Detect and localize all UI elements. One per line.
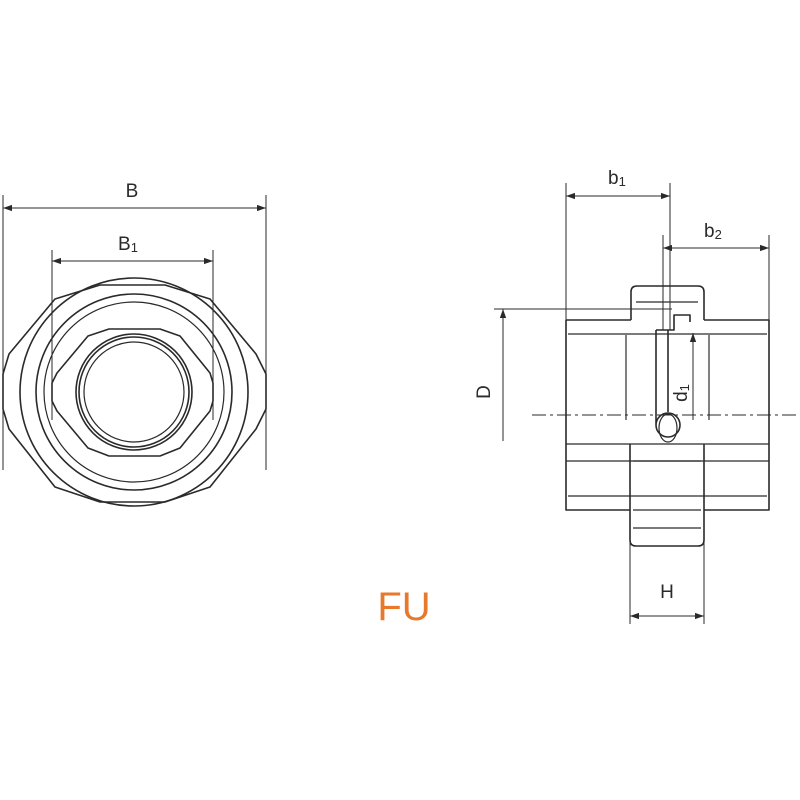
label-b2: b2 <box>704 221 722 242</box>
outer-polygon-outline <box>2 284 267 503</box>
vent-channel <box>655 330 669 412</box>
bore-outer-circle <box>75 333 193 451</box>
bore-inner-circle <box>83 341 185 443</box>
vent-hole-ellipse <box>658 413 678 443</box>
top-nipple-outline <box>630 285 705 309</box>
inner-hex-outline <box>51 328 214 457</box>
label-d: D <box>474 385 495 399</box>
model-title: FU <box>377 585 430 629</box>
label-d1: d1 <box>671 384 692 402</box>
bottom-hex-outline <box>629 444 705 547</box>
front-view: B B1 <box>2 181 267 507</box>
label-b1: B1 <box>118 234 138 255</box>
ring-inner-circle <box>43 301 225 483</box>
bore-thread-circle <box>78 336 190 448</box>
label-b1: b1 <box>608 168 626 189</box>
label-b: B <box>126 181 139 202</box>
outer-circle <box>19 277 249 507</box>
label-h: H <box>660 582 674 603</box>
ring-circle <box>35 293 233 491</box>
vent-channel-top <box>656 314 691 331</box>
side-view: b1 b2 D d1 H <box>474 168 800 624</box>
